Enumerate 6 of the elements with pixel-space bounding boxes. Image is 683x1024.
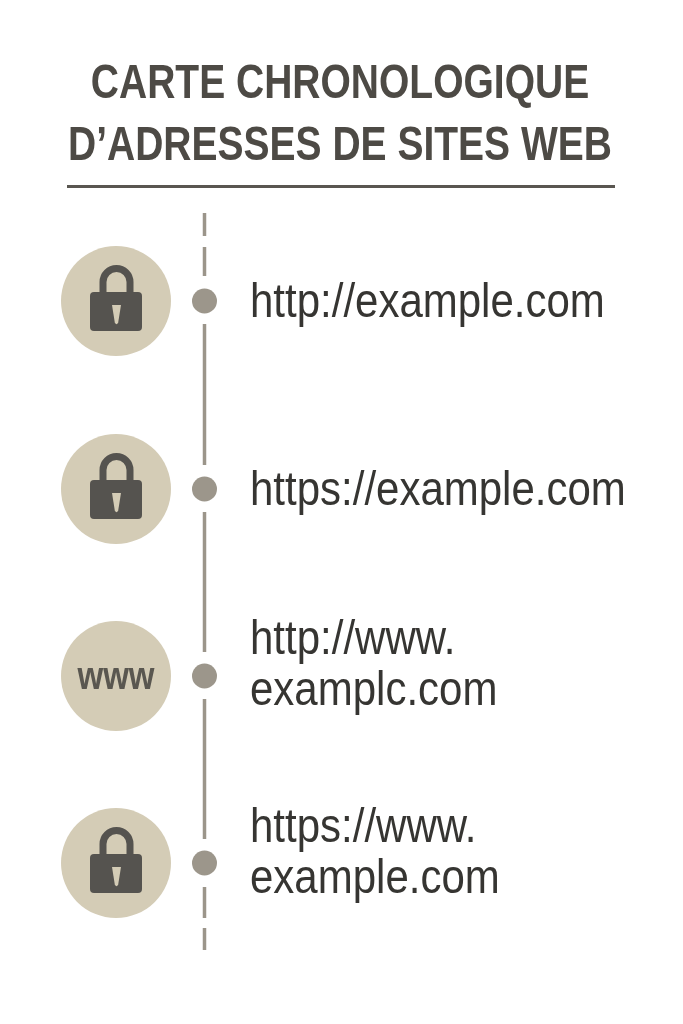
url-text: https://www. example.com bbox=[250, 799, 501, 903]
url-text: http://example.com bbox=[250, 274, 606, 326]
circle-text: www bbox=[77, 654, 155, 698]
url-text: http://www. examplc.com bbox=[250, 611, 499, 715]
title: CARTE CHRONOLOGIQUE D’ADRESSES DE SITES WEB bbox=[67, 52, 613, 172]
url-text: https://example.com bbox=[250, 462, 627, 514]
